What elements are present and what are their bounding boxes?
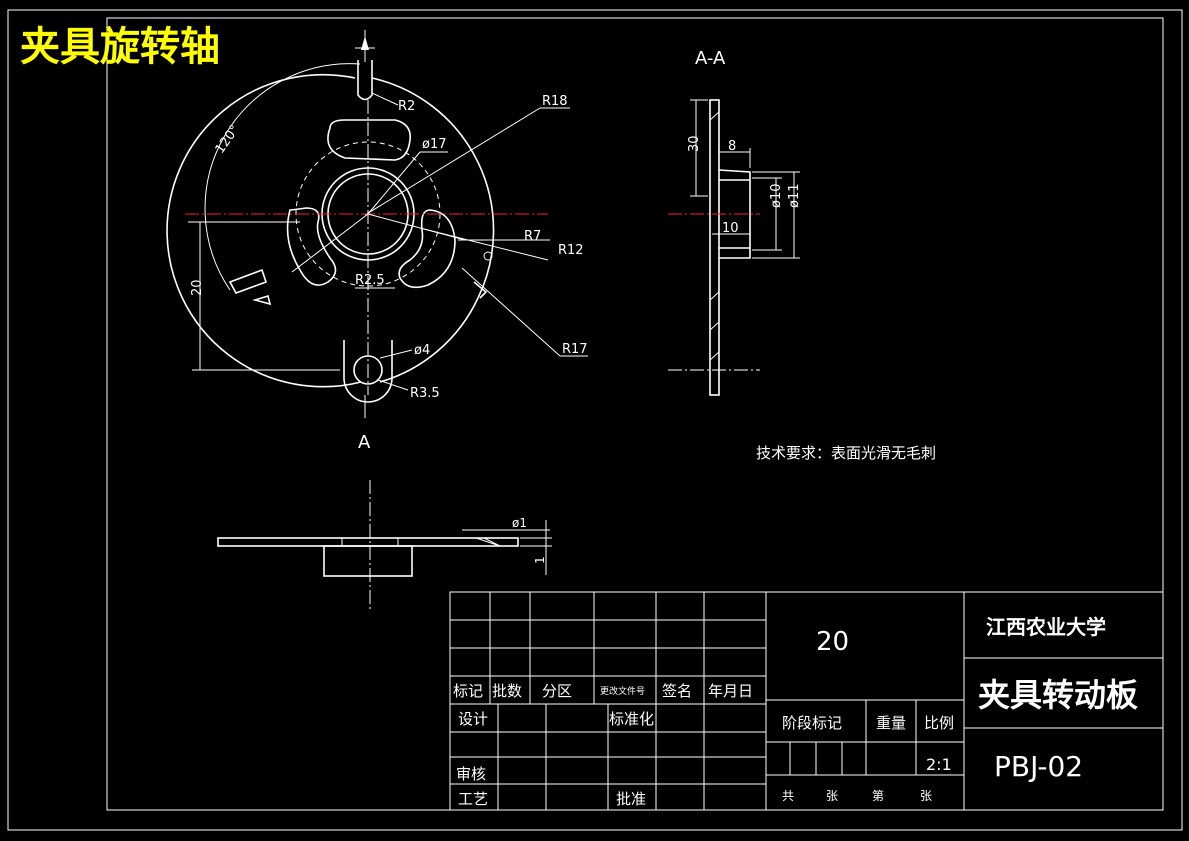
scale-value: 2:1	[926, 755, 952, 774]
header-batch: 批数	[492, 682, 522, 700]
dim-10: 10	[722, 221, 739, 236]
bottom-view: ø1 1	[217, 480, 552, 612]
front-view: A 120° R2 R18 ø17	[166, 30, 588, 453]
header-date: 年月日	[708, 682, 753, 700]
title-block: 标记 批数 分区 更改文件号 签名 年月日 设计 标准化 审核 工艺 批准 阶段…	[449, 591, 1164, 811]
dim-d1: ø1	[512, 516, 527, 530]
section-label-bottom: A	[358, 432, 371, 453]
section-view: A-A 30 8 10 ø10 ø11	[668, 48, 802, 396]
dim-30: 30	[687, 135, 702, 152]
label-sheets: 张	[826, 789, 838, 803]
outer-border	[7, 9, 1183, 831]
header-zone: 分区	[542, 682, 572, 700]
label-stage-mark: 阶段标记	[782, 714, 842, 732]
dim-r17: R17	[562, 342, 588, 357]
dim-r12: R12	[558, 243, 584, 258]
header-change-doc: 更改文件号	[600, 685, 645, 697]
quantity-value: 20	[816, 627, 849, 657]
label-process: 工艺	[458, 790, 488, 808]
dim-d17: ø17	[422, 137, 447, 152]
label-weight: 重量	[876, 714, 906, 732]
dim-1: 1	[533, 556, 547, 564]
section-view-label: A-A	[695, 48, 726, 69]
label-approve: 批准	[616, 790, 646, 808]
angle-label: 120°	[213, 122, 243, 156]
school-name: 江西农业大学	[986, 615, 1106, 639]
dim-r18: R18	[542, 94, 568, 109]
label-standardize: 标准化	[609, 710, 654, 728]
header-signature: 签名	[662, 682, 692, 700]
part-name: 夹具转动板	[978, 676, 1138, 714]
drawing-title: 夹具旋转轴	[20, 24, 220, 70]
tech-requirements: 技术要求：表面光滑无毛刺	[756, 444, 936, 462]
dim-20: 20	[190, 279, 205, 296]
dim-8: 8	[728, 139, 736, 154]
label-sheet: 张	[920, 789, 932, 803]
label-total: 共	[782, 789, 794, 803]
label-no: 第	[872, 789, 884, 803]
dim-d11: ø11	[787, 184, 802, 209]
header-mark: 标记	[453, 682, 483, 700]
dim-d10: ø10	[769, 184, 784, 209]
drawing-number: PBJ-02	[994, 750, 1083, 783]
dim-r7: R7	[524, 229, 541, 244]
dim-d4: ø4	[414, 343, 430, 358]
label-design: 设计	[458, 710, 488, 728]
label-review: 审核	[456, 765, 486, 783]
label-scale: 比例	[924, 714, 954, 732]
dim-r2-5: R2.5	[355, 273, 385, 288]
dim-r2: R2	[398, 99, 415, 114]
dim-r3-5: R3.5	[410, 386, 440, 401]
